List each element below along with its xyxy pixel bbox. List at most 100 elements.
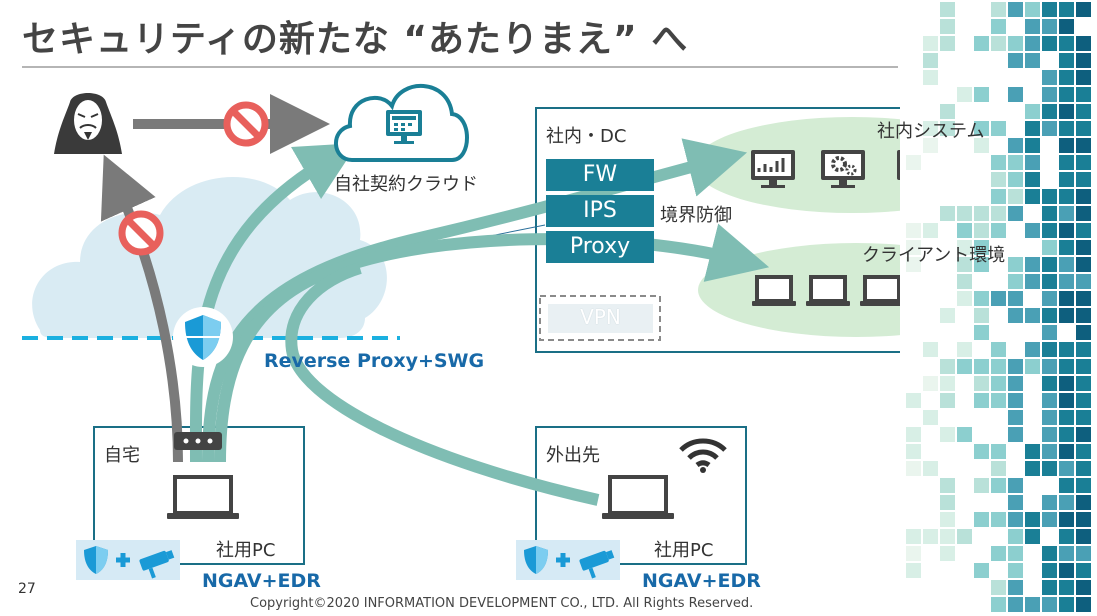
mosaic-tile (991, 393, 1006, 408)
mosaic-tile (974, 240, 989, 255)
laptop-icon (167, 475, 239, 519)
mosaic-tile (1076, 87, 1091, 102)
mosaic-tile (1076, 2, 1091, 17)
mosaic-tile (1076, 53, 1091, 68)
mosaic-tile (940, 512, 955, 527)
mosaic-tile (1059, 546, 1074, 561)
mosaic-tile (1008, 53, 1023, 68)
mosaic-tile (1059, 2, 1074, 17)
mosaic-tile (991, 444, 1006, 459)
mosaic-tile (1025, 53, 1040, 68)
mosaic-tile (1008, 257, 1023, 272)
proxy-label: Reverse Proxy+SWG (264, 350, 485, 372)
mosaic-tile (923, 138, 938, 153)
calendar-monitor-icon (386, 110, 422, 144)
mosaic-tile (1076, 291, 1091, 306)
mosaic-tile (1076, 274, 1091, 289)
mosaic-tile (1042, 546, 1057, 561)
mosaic-tile (1008, 512, 1023, 527)
laptop-icon (806, 275, 850, 306)
mosaic-tile (1042, 495, 1057, 510)
mosaic-tile (991, 121, 1006, 136)
mosaic-tile (1042, 36, 1057, 51)
mosaic-tile (923, 53, 938, 68)
mosaic-tile (940, 2, 955, 17)
decorative-mosaic (906, 2, 1091, 612)
mosaic-tile (1008, 87, 1023, 102)
mosaic-tile (957, 291, 972, 306)
page-title: セキュリティの新たな “あたりまえ” へ (22, 19, 689, 60)
mosaic-tile (1025, 461, 1040, 476)
mosaic-tile (1042, 257, 1057, 272)
mosaic-tile (1042, 563, 1057, 578)
mosaic-tile (1042, 427, 1057, 442)
mosaic-tile (1059, 444, 1074, 459)
mosaic-tile (923, 121, 938, 136)
mosaic-tile (991, 223, 1006, 238)
mosaic-tile (940, 427, 955, 442)
mosaic-tile (957, 274, 972, 289)
mosaic-tile (1042, 308, 1057, 323)
mosaic-tile (1008, 410, 1023, 425)
mosaic-tile (923, 342, 938, 357)
mosaic-tile (1008, 308, 1023, 323)
shield-icon (173, 307, 233, 367)
mosaic-tile (906, 223, 921, 238)
mosaic-tile (1059, 121, 1074, 136)
client-env-label: クライアント環境 (862, 245, 1006, 266)
mosaic-tile (991, 189, 1006, 204)
mosaic-tile (1008, 529, 1023, 544)
cloud-label: 自社契約クラウド (334, 174, 478, 195)
mosaic-tile (1025, 274, 1040, 289)
mosaic-tile (940, 546, 955, 561)
mosaic-tile (906, 563, 921, 578)
mosaic-tile (1042, 580, 1057, 595)
mosaic-tile (991, 461, 1006, 476)
mosaic-tile (1008, 36, 1023, 51)
mosaic-tile (1059, 274, 1074, 289)
mosaic-tile (1042, 597, 1057, 612)
mosaic-tile (1059, 240, 1074, 255)
home-protect-label: NGAV+EDR (202, 570, 321, 592)
mosaic-tile (1042, 19, 1057, 34)
mosaic-tile (940, 308, 955, 323)
ngav-edr-badge (76, 540, 180, 580)
mosaic-tile (1025, 444, 1040, 459)
mosaic-tile (1076, 104, 1091, 119)
mosaic-tile (1025, 19, 1040, 34)
mosaic-tile (1025, 529, 1040, 544)
laptop-icon (752, 275, 796, 306)
mosaic-tile (1059, 206, 1074, 221)
mosaic-tile (940, 529, 955, 544)
mosaic-tile (957, 342, 972, 357)
mosaic-tile (974, 308, 989, 323)
mosaic-tile (1008, 393, 1023, 408)
mosaic-tile (1025, 2, 1040, 17)
mosaic-tile (957, 87, 972, 102)
home-pc-label: 社用PC (216, 540, 276, 561)
mosaic-tile (923, 376, 938, 391)
mosaic-tile (940, 121, 955, 136)
mosaic-tile (923, 36, 938, 51)
mosaic-tile (906, 393, 921, 408)
mosaic-tile (1076, 121, 1091, 136)
mosaic-tile (1008, 189, 1023, 204)
prohibit-icon (118, 210, 164, 256)
mosaic-tile (1025, 104, 1040, 119)
mosaic-tile (991, 172, 1006, 187)
mosaic-tile (1025, 172, 1040, 187)
mosaic-tile (974, 478, 989, 493)
offsite-label: 外出先 (546, 445, 600, 466)
mosaic-tile (974, 206, 989, 221)
mosaic-tile (957, 427, 972, 442)
mosaic-tile (923, 410, 938, 425)
mosaic-tile (1076, 223, 1091, 238)
mosaic-tile (1008, 427, 1023, 442)
mosaic-tile (1059, 512, 1074, 527)
mosaic-tile (1008, 2, 1023, 17)
mosaic-tile (1042, 444, 1057, 459)
mosaic-tile (1008, 274, 1023, 289)
mosaic-tile (940, 495, 955, 510)
ips-block: IPS (546, 195, 654, 227)
mosaic-tile (1042, 393, 1057, 408)
